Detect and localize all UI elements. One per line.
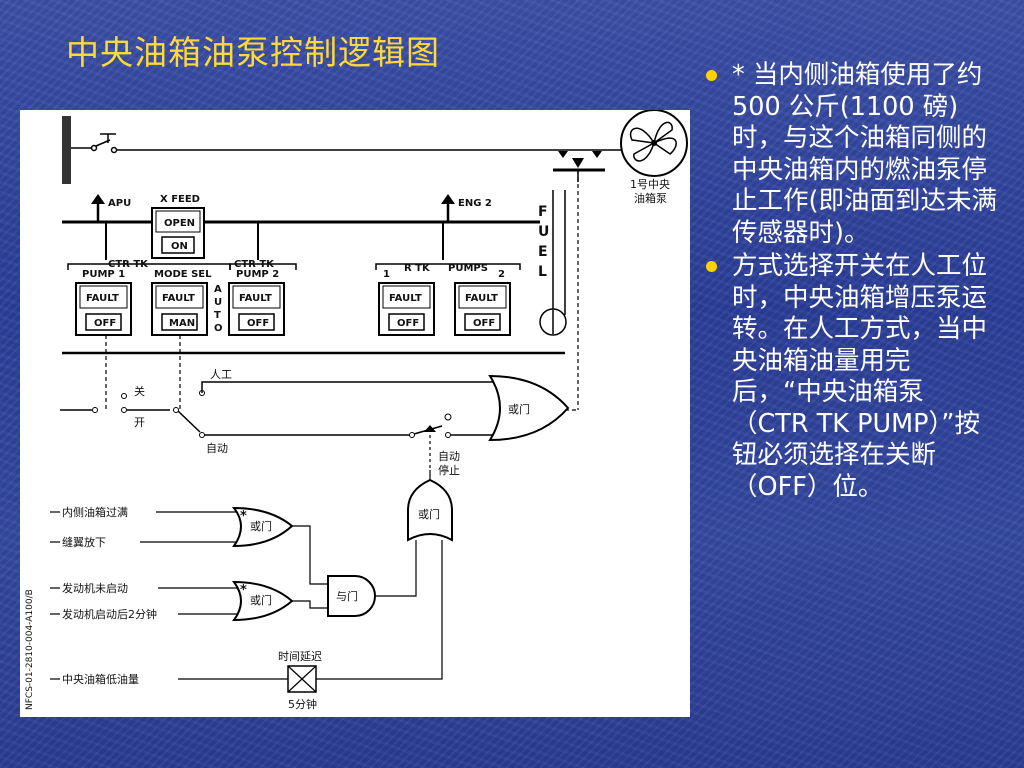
- manual-label: 人工: [210, 368, 232, 381]
- fuel-letter: E: [538, 244, 548, 260]
- automatic-label: 自动: [206, 442, 228, 455]
- center-tank-pump-icon: [620, 110, 688, 177]
- auto-letter: U: [214, 297, 222, 308]
- fault-light: FAULT: [239, 293, 272, 304]
- close-label: 关: [134, 384, 145, 398]
- off-light: OFF: [473, 318, 495, 329]
- bullet-text: 方式选择开关在人工位时，中央油箱增压泵运转。在人工方式，当中央油箱油量用完后，“…: [732, 251, 988, 502]
- pump-label-line1: 1号中央: [630, 178, 670, 191]
- pump-label-line2: 油箱泵: [634, 191, 667, 205]
- pump1-button[interactable]: [75, 282, 132, 336]
- fault-light: FAULT: [162, 293, 195, 304]
- apu-label: APU: [108, 198, 131, 209]
- open-cn-label: 开: [134, 416, 145, 429]
- off-light: OFF: [94, 318, 116, 329]
- input-label: 发动机未启动: [62, 581, 128, 595]
- or-gate-label: 或门: [508, 402, 530, 416]
- r-tk-pump2-button[interactable]: [454, 282, 511, 336]
- time-delay-label: 时间延迟: [278, 650, 322, 663]
- bullet-item: * 当内侧油箱使用了约500 公斤(1100 磅)时，与这个油箱同侧的中央油箱内…: [700, 60, 1000, 249]
- asterisk-mark: *: [240, 509, 247, 524]
- or-gate-2: [232, 580, 294, 622]
- five-min-label: 5分钟: [288, 697, 317, 711]
- auto-stop-label-1: 自动: [438, 450, 460, 463]
- fuel-letter: L: [538, 264, 547, 280]
- bullet-text: * 当内侧油箱使用了约500 公斤(1100 磅)时，与这个油箱同侧的中央油箱内…: [732, 60, 997, 248]
- asterisk-mark: *: [240, 583, 247, 598]
- off-light: OFF: [397, 318, 419, 329]
- or-gate-output: [488, 374, 570, 442]
- input-label: 发动机启动后2分钟: [62, 607, 157, 621]
- input-label: 内侧油箱过满: [62, 505, 128, 519]
- or-gate-label: 或门: [250, 519, 272, 533]
- r-tk-pump1-button[interactable]: [378, 282, 435, 336]
- auto-letter: O: [214, 323, 223, 334]
- bullet-item: 方式选择开关在人工位时，中央油箱增压泵运转。在人工方式，当中央油箱油量用完后，“…: [700, 251, 1000, 503]
- man-light: MAN: [169, 318, 195, 329]
- or-gate-1: [231, 506, 294, 548]
- control-logic-diagram: 1号中央 油箱泵 F U E L APU ENG 2 X FEED OPEN O…: [20, 110, 690, 717]
- or-gate-vertical: [407, 478, 453, 542]
- r-tk-number-2: 2: [498, 269, 505, 280]
- off-light: OFF: [247, 318, 269, 329]
- mode-sel-button[interactable]: [151, 282, 208, 336]
- fault-light: FAULT: [389, 293, 422, 304]
- inputs: [50, 511, 60, 680]
- fuel-letter: F: [538, 204, 548, 220]
- pump2-label: PUMP 2: [236, 269, 279, 280]
- input-label: 中央油箱低油量: [62, 672, 139, 686]
- mode-sel-label: MODE SEL: [154, 269, 212, 280]
- bullet-dot-icon: [706, 261, 717, 272]
- bullet-list: * 当内侧油箱使用了约500 公斤(1100 磅)时，与这个油箱同侧的中央油箱内…: [700, 60, 1000, 505]
- fuel-letter: U: [538, 224, 549, 240]
- on-indicator: ON: [171, 241, 188, 252]
- open-indicator: OPEN: [164, 218, 195, 229]
- fault-light: FAULT: [465, 293, 498, 304]
- auto-letter: T: [214, 310, 221, 321]
- bus-bar: [62, 116, 71, 184]
- pumps-label: PUMPS: [448, 263, 488, 274]
- ctr-tk-right-label: CTR TK: [234, 259, 275, 270]
- or-gate-label: 或门: [250, 593, 272, 607]
- and-gate-label: 与门: [336, 589, 358, 603]
- document-code: NFCS-01-2810-004-A100/B: [25, 589, 35, 710]
- auto-letter: A: [214, 284, 222, 295]
- and-gate: [327, 575, 376, 617]
- r-tk-label: R TK: [404, 263, 431, 274]
- fault-light: FAULT: [86, 293, 119, 304]
- bullet-dot-icon: [706, 70, 717, 81]
- input-label: 缝翼放下: [62, 535, 106, 549]
- eng2-label: ENG 2: [458, 198, 492, 209]
- or-gate-label: 或门: [418, 507, 440, 521]
- page-title: 中央油箱油泵控制逻辑图: [66, 33, 440, 72]
- pump1-label: PUMP 1: [82, 269, 125, 280]
- auto-stop-label-2: 停止: [438, 463, 460, 477]
- x-feed-label: X FEED: [160, 194, 200, 205]
- top-switch: [82, 133, 640, 154]
- ctr-tk-left-label: CTR TK: [108, 259, 149, 270]
- r-tk-number-1: 1: [383, 269, 390, 280]
- pump2-button[interactable]: [228, 282, 285, 336]
